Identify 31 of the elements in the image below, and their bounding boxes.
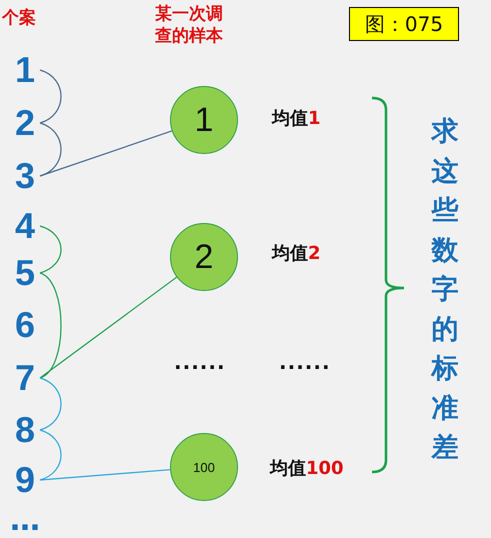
mean-label: 均值1 xyxy=(272,107,321,130)
case-number: 4 xyxy=(10,206,40,246)
connector-line xyxy=(40,276,177,378)
ellipsis: ...... xyxy=(174,350,226,374)
figure-number-box: 图：075 xyxy=(349,7,459,41)
ellipsis: ...... xyxy=(279,350,331,374)
connector-line xyxy=(40,130,172,177)
case-number: 6 xyxy=(10,305,40,345)
connector-line xyxy=(40,69,62,124)
case-number: 7 xyxy=(10,358,40,398)
connector-line xyxy=(40,272,62,379)
connector-line xyxy=(40,469,170,481)
ellipsis: … xyxy=(10,505,40,537)
case-number: 9 xyxy=(10,460,40,500)
sample-circle: 100 xyxy=(170,433,238,501)
connector-line xyxy=(40,429,62,481)
vertical-note: 求这些数字的标准差 xyxy=(430,115,460,465)
connector-line xyxy=(40,377,62,431)
case-number: 8 xyxy=(10,410,40,450)
connector-line xyxy=(40,225,62,274)
mean-label: 均值100 xyxy=(270,457,344,480)
connector-line xyxy=(40,122,62,177)
column-heading: 某一次调查的样本 xyxy=(155,3,224,47)
mean-label: 均值2 xyxy=(272,242,321,265)
sample-circle: 2 xyxy=(170,223,238,291)
case-number: 1 xyxy=(10,50,40,90)
case-number: 5 xyxy=(10,253,40,293)
sample-circle: 1 xyxy=(170,86,238,154)
case-number: 2 xyxy=(10,103,40,143)
case-number: 3 xyxy=(10,156,40,196)
column-heading: 个案 xyxy=(2,7,36,29)
